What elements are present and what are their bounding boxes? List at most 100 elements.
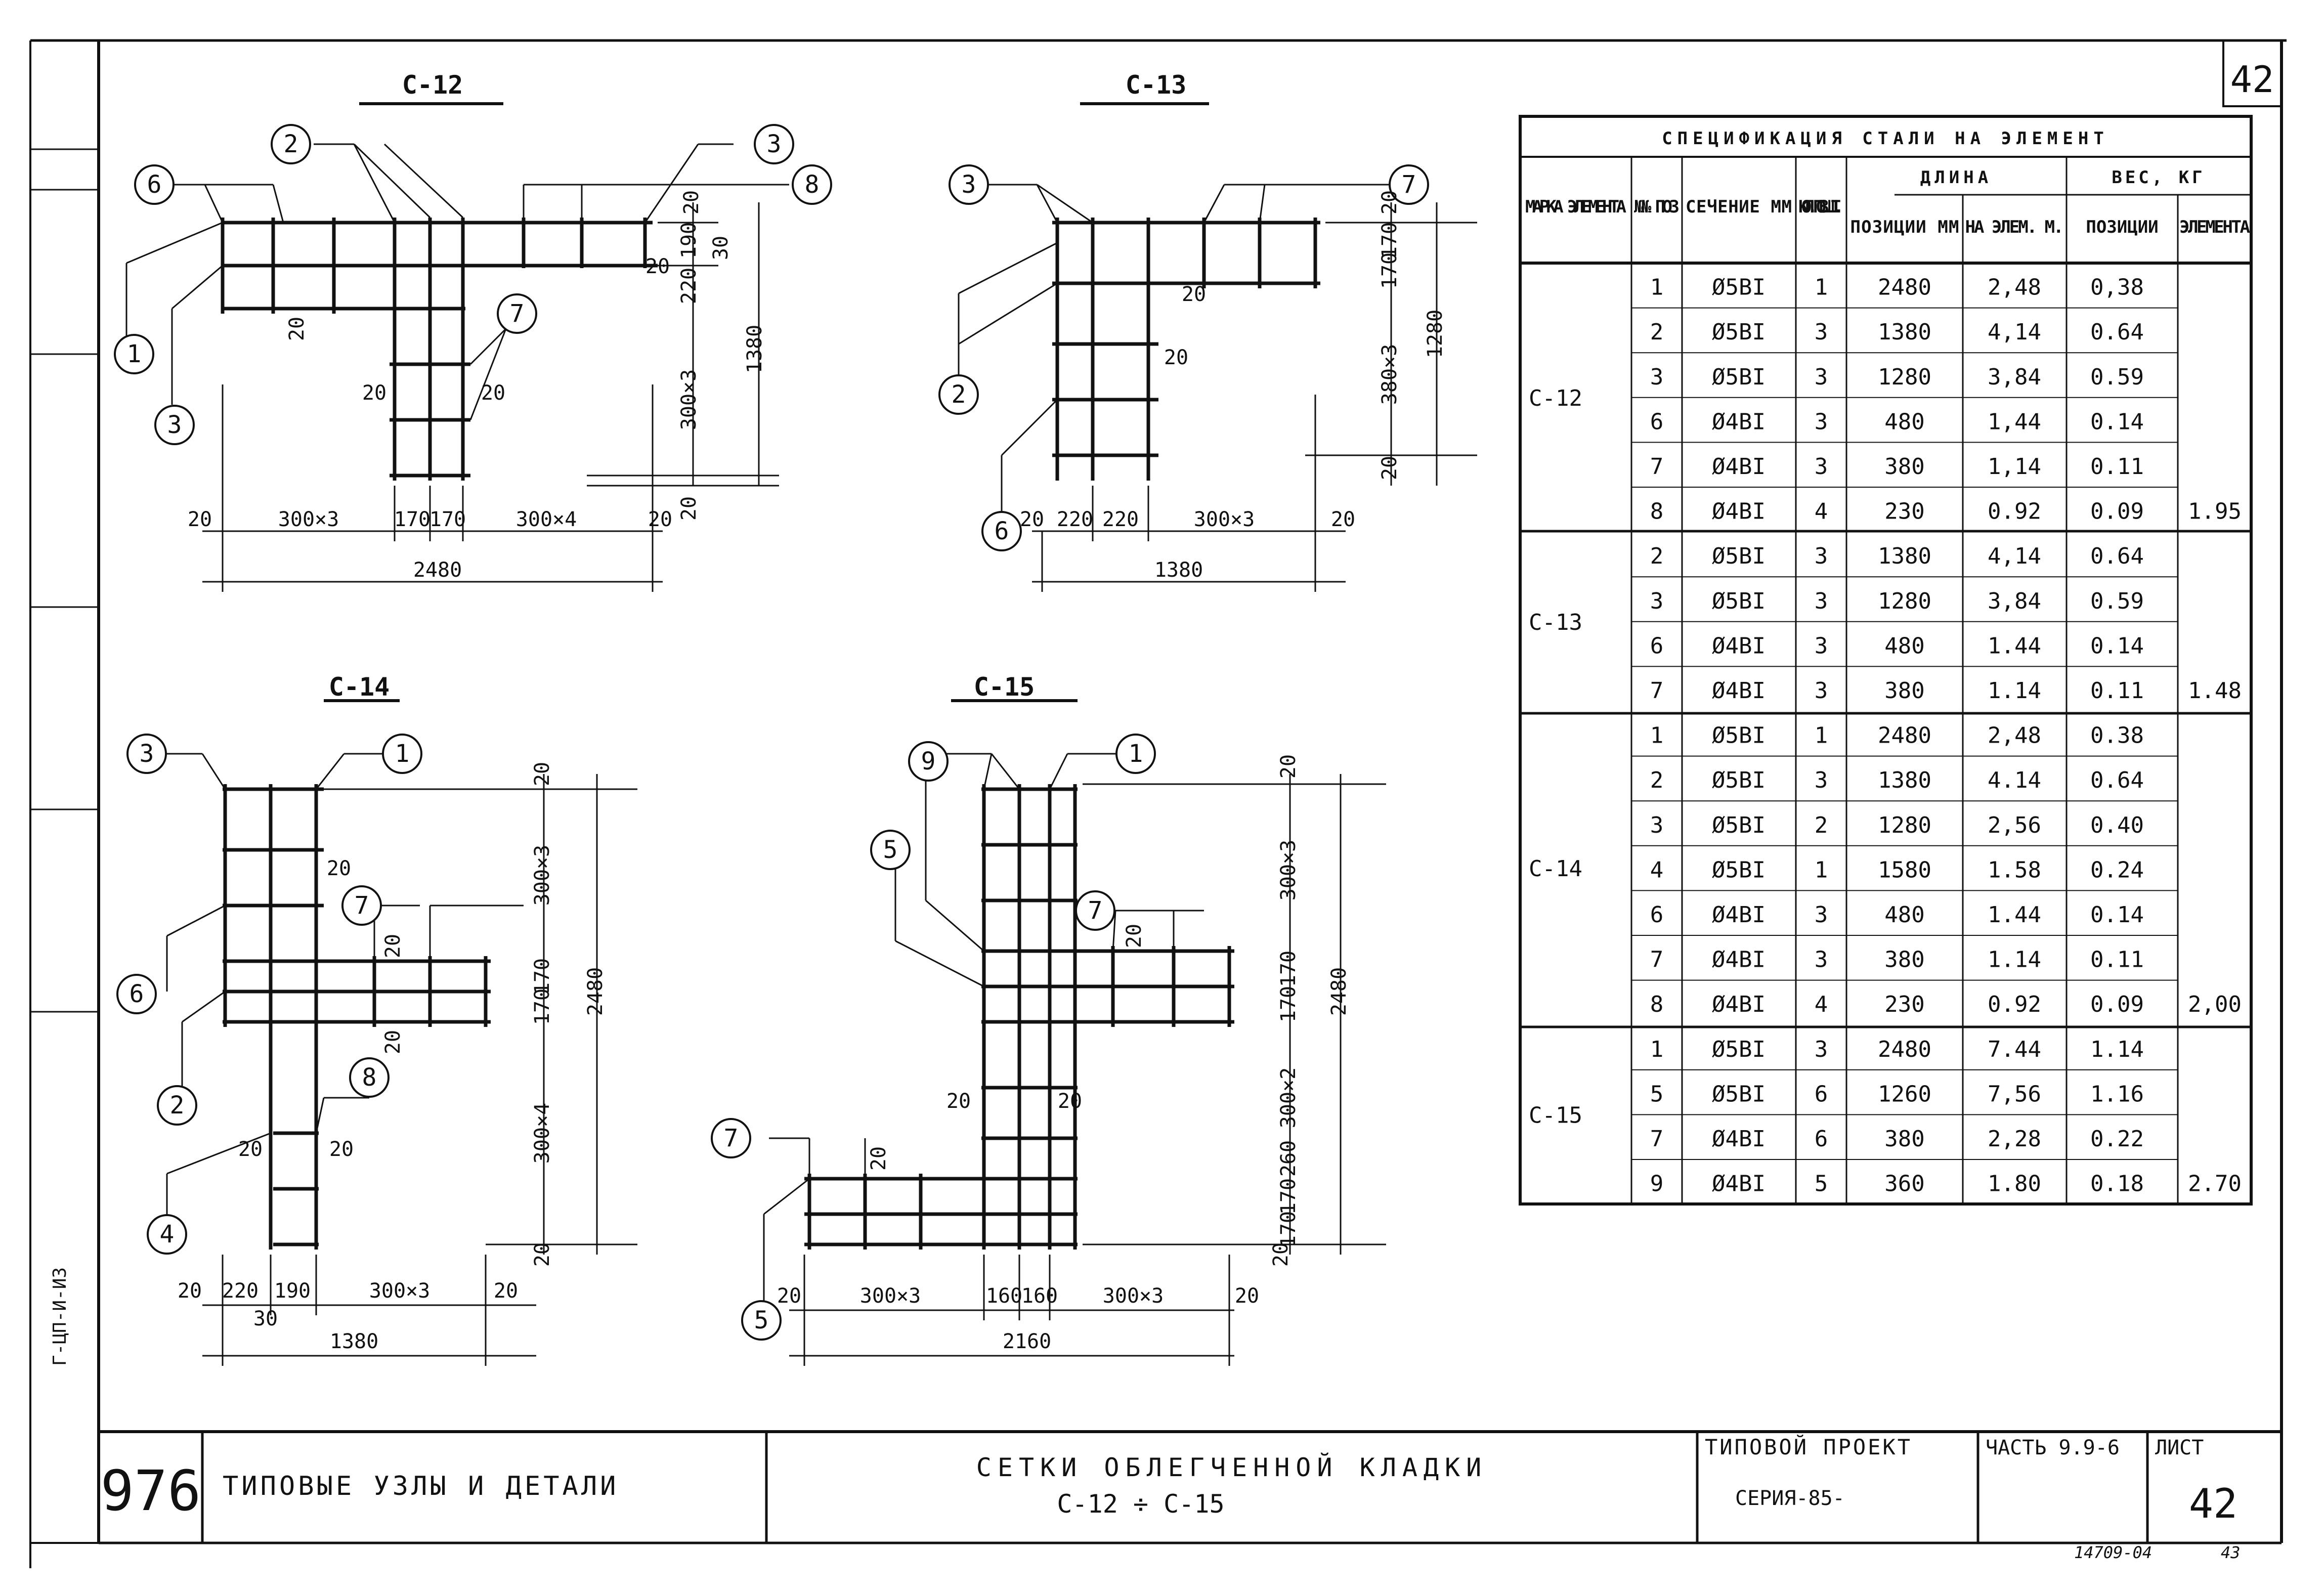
c14-title: С-14 — [329, 672, 390, 702]
spec-cell-w: 0.40 — [2090, 812, 2144, 838]
c12-callouts — [114, 124, 832, 445]
spec-cell-len_mm: 380 — [1884, 454, 1924, 480]
c12-note-20-b: 20 — [362, 381, 386, 405]
c12-callout-1: 1 — [127, 340, 142, 368]
spec-cell-qty: 3 — [1815, 633, 1828, 659]
c12-callout-7: 7 — [510, 299, 525, 328]
c15-vdim-2480: 2480 — [1327, 967, 1351, 1016]
spec-cell-len_m: 2,48 — [1988, 275, 2041, 300]
c15-dim-20-left: 20 — [777, 1284, 801, 1308]
spec-cell-len_m: 1.44 — [1988, 902, 2041, 928]
spec-cell-len_m: 2,28 — [1988, 1126, 2041, 1152]
spec-cell-qty: 3 — [1815, 1037, 1828, 1062]
c15-callout-5-top: 5 — [883, 836, 898, 864]
c13-vdim-20-bottom: 20 — [1378, 456, 1401, 480]
spec-group-total-weight: 1.95 — [2188, 499, 2242, 525]
c13-dim-20-left: 20 — [1020, 508, 1044, 531]
c12-vdim-190: 190 — [677, 222, 701, 259]
spec-cell-len_m: 1,44 — [1988, 409, 2041, 435]
spec-header-w-pos: ПОЗИЦИИ — [2086, 217, 2158, 237]
c14-callouts — [116, 734, 422, 1255]
spec-cell-len_m: 1,14 — [1988, 454, 2041, 480]
spec-group-mark: С-15 — [1529, 1102, 1582, 1128]
mesh-drawing-c12: С-12 — [114, 70, 832, 592]
c13-dim-total: 1380 — [1154, 558, 1203, 582]
spec-group-mark: С-14 — [1529, 856, 1582, 882]
c15-note-20-a: 20 — [1123, 924, 1146, 948]
spec-cell-pos: 2 — [1650, 767, 1664, 793]
c12-callout-8: 8 — [805, 170, 820, 199]
c15-note-20-c: 20 — [1058, 1090, 1082, 1113]
c14-dim-220: 220 — [222, 1279, 259, 1303]
c12-vdim-20-bottom: 20 — [677, 496, 701, 521]
c12-callout-3-bottom: 3 — [167, 411, 182, 439]
spec-cell-pos: 8 — [1650, 499, 1664, 525]
spec-cell-section: Ø5ВI — [1712, 364, 1766, 390]
spec-cell-len_mm: 480 — [1884, 409, 1924, 435]
c15-dim-300x3-a: 300×3 — [860, 1284, 921, 1308]
c14-note-20-c: 20 — [381, 1030, 405, 1054]
spec-cell-qty: 3 — [1815, 767, 1828, 793]
spec-cell-pos: 7 — [1650, 678, 1664, 704]
spec-cell-w: 0.18 — [2090, 1171, 2144, 1197]
spec-group-total-weight: 1.48 — [2188, 678, 2242, 704]
c15-dim-300x3-b: 300×3 — [1103, 1284, 1164, 1308]
spec-cell-section: Ø5ВI — [1712, 319, 1766, 345]
spec-cell-pos: 9 — [1650, 1171, 1664, 1197]
spec-cell-len_mm: 480 — [1884, 633, 1924, 659]
c14-vdim-170a: 170 — [531, 958, 554, 995]
c12-note-20-a: 20 — [285, 317, 309, 341]
spec-header-section: СЕЧЕНИЕ ММ — [1686, 197, 1792, 217]
spec-cell-section: Ø4ВI — [1712, 499, 1766, 525]
spec-cell-section: Ø5ВI — [1712, 1081, 1766, 1107]
spec-cell-qty: 6 — [1815, 1081, 1828, 1107]
spec-cell-section: Ø5ВI — [1712, 588, 1766, 614]
c15-dim-20-right: 20 — [1235, 1284, 1259, 1308]
spec-cell-section: Ø5ВI — [1712, 812, 1766, 838]
c14-vdim-2480: 2480 — [584, 967, 607, 1016]
spec-cell-qty: 3 — [1815, 588, 1828, 614]
spec-cell-qty: 4 — [1815, 499, 1828, 525]
spec-header-qty: КОЛ. ПОЗ. ШТ. — [1798, 197, 1844, 217]
c13-callout-3: 3 — [962, 170, 976, 199]
c15-vdim-170b: 170 — [1277, 986, 1300, 1022]
spec-cell-pos: 5 — [1650, 1081, 1664, 1107]
mesh-drawing-c13: С-13 — [938, 70, 1477, 592]
spec-cell-pos: 7 — [1650, 454, 1664, 480]
sheet-number: 42 — [2230, 58, 2274, 101]
c15-vdim-300x3: 300×3 — [1277, 840, 1300, 900]
spec-cell-section: Ø4ВI — [1712, 409, 1766, 435]
c15-callout-1: 1 — [1129, 740, 1143, 768]
c12-dim-170b: 170 — [429, 508, 466, 531]
c12-callout-6: 6 — [147, 170, 162, 199]
c12-vdim-30: 30 — [709, 236, 733, 260]
c12-callout-3-top: 3 — [767, 130, 782, 158]
spec-cell-len_m: 7,56 — [1988, 1081, 2041, 1107]
c14-vdim-170b: 170 — [531, 988, 554, 1025]
c13-dim-220a: 220 — [1057, 508, 1093, 531]
spec-cell-pos: 6 — [1650, 409, 1664, 435]
spec-cell-pos: 6 — [1650, 633, 1664, 659]
c13-dim-220b: 220 — [1102, 508, 1139, 531]
c14-dim-20-right: 20 — [494, 1279, 518, 1303]
spec-cell-len_mm: 1580 — [1878, 857, 1931, 883]
spec-cell-pos: 2 — [1650, 543, 1664, 569]
spec-cell-qty: 3 — [1815, 902, 1828, 928]
c13-callout-6: 6 — [995, 517, 1009, 545]
side-label: Г-ЦП-И-ИЗ — [50, 1267, 70, 1366]
c13-callout-7: 7 — [1402, 170, 1416, 199]
c12-dim-20-right: 20 — [648, 508, 672, 531]
c12-note-20-d: 20 — [645, 255, 670, 278]
c12-dim-300x3: 300×3 — [278, 508, 339, 531]
spec-cell-w: 0.14 — [2090, 902, 2144, 928]
spec-cell-pos: 3 — [1650, 588, 1664, 614]
spec-cell-pos: 2 — [1650, 319, 1664, 345]
c14-dim-300x3: 300×3 — [369, 1279, 430, 1303]
c12-title: С-12 — [402, 70, 463, 100]
spec-cell-len_m: 1.80 — [1988, 1171, 2041, 1197]
spec-cell-w: 0.64 — [2090, 543, 2144, 569]
spec-cell-section: Ø5ВI — [1712, 275, 1766, 300]
spec-cell-qty: 6 — [1815, 1126, 1828, 1152]
spec-cell-qty: 5 — [1815, 1171, 1828, 1197]
